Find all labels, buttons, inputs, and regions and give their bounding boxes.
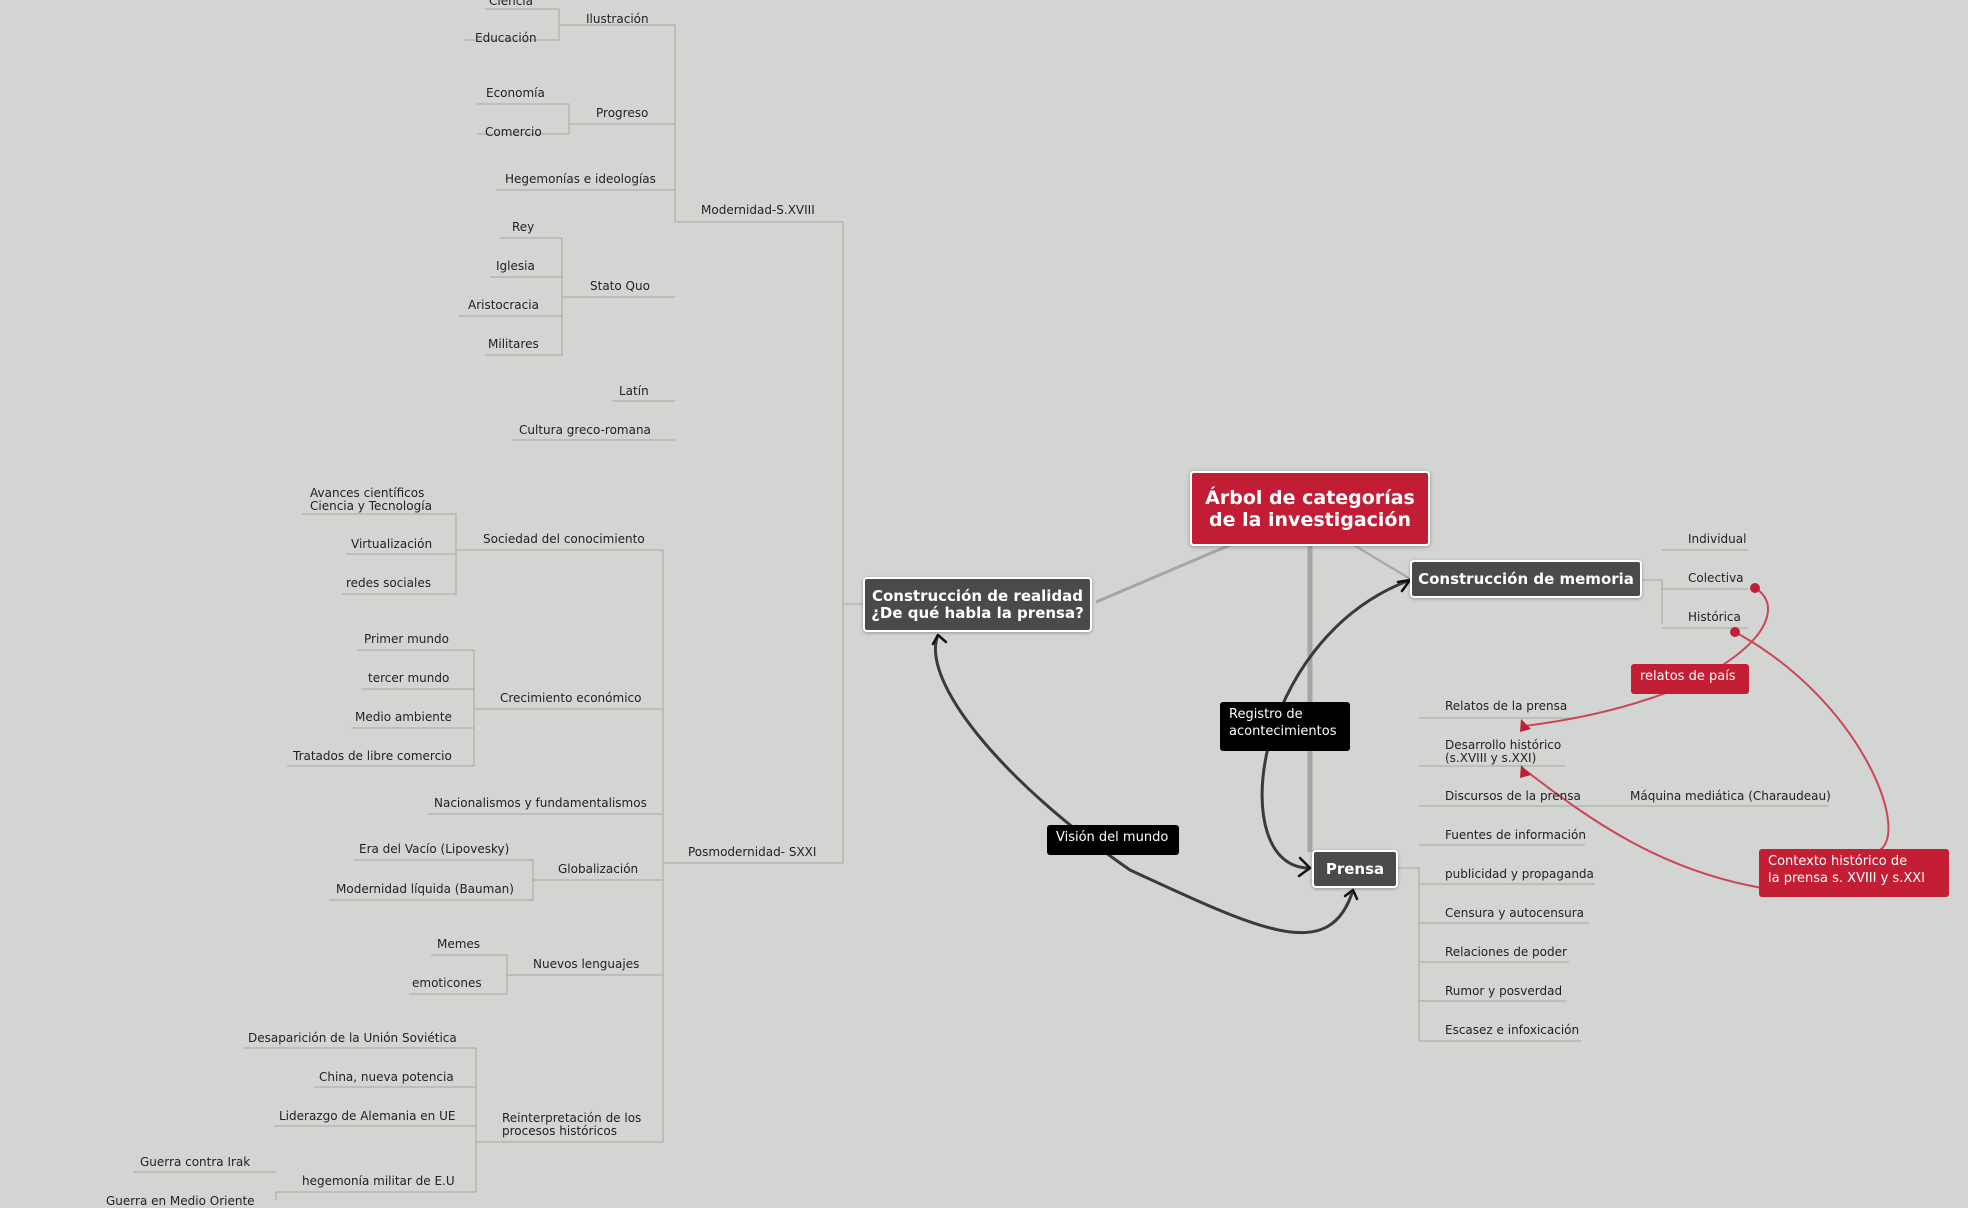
label-fuentes-informacion[interactable]: Fuentes de información (1445, 828, 1586, 842)
label-maquina-mediatica[interactable]: Máquina mediática (Charaudeau) (1630, 789, 1831, 803)
label-primer-mundo[interactable]: Primer mundo (364, 632, 449, 646)
node-globalizacion[interactable]: Globalización (558, 862, 639, 876)
label-rey[interactable]: Rey (512, 220, 535, 234)
label-redes-sociales[interactable]: redes sociales (346, 576, 431, 590)
label-china[interactable]: China, nueva potencia (319, 1070, 454, 1084)
node-hegemonias-ideologias[interactable]: Hegemonías e ideologías (505, 172, 656, 186)
node-prensa[interactable]: Prensa (1312, 850, 1398, 888)
node-reinterpretacion[interactable]: Reinterpretación de los procesos históri… (502, 1111, 642, 1138)
node-sociedad-conocimiento[interactable]: Sociedad del conocimiento (483, 532, 645, 546)
label-ciencia[interactable]: Ciencia (489, 0, 533, 8)
label-guerra-medio-oriente[interactable]: Guerra en Medio Oriente (106, 1194, 255, 1208)
node-ilustracion[interactable]: Ilustración (586, 12, 649, 26)
node-construccion-memoria[interactable]: Construcción de memoria (1410, 560, 1642, 598)
callout-contexto-historico[interactable]: Contexto histórico de la prensa s. XVIII… (1759, 849, 1949, 897)
node-nacionalismos[interactable]: Nacionalismos y fundamentalismos (434, 796, 647, 810)
label-individual[interactable]: Individual (1688, 532, 1747, 546)
node-progreso[interactable]: Progreso (596, 106, 649, 120)
label-era-del-vacio[interactable]: Era del Vacío (Lipovesky) (359, 842, 510, 856)
label-censura-autocensura[interactable]: Censura y autocensura (1445, 906, 1584, 920)
node-cultura-greco-romana[interactable]: Cultura greco-romana (519, 423, 651, 437)
label-rumor-posverdad[interactable]: Rumor y posverdad (1445, 984, 1563, 998)
label-relatos-prensa[interactable]: Relatos de la prensa (1445, 699, 1568, 713)
label-avances-cientificos[interactable]: Avances científicos Ciencia y Tecnología (310, 486, 432, 513)
label-discursos-prensa[interactable]: Discursos de la prensa (1445, 789, 1581, 803)
node-latin[interactable]: Latín (619, 384, 649, 398)
label-relaciones-poder[interactable]: Relaciones de poder (1445, 945, 1567, 959)
label-escasez-infoxicacion[interactable]: Escasez e infoxicación (1445, 1023, 1580, 1037)
label-emoticones[interactable]: emoticones (412, 976, 482, 990)
node-modernidad[interactable]: Modernidad-S.XVIII (701, 203, 815, 217)
node-crecimiento-economico[interactable]: Crecimiento económico (500, 691, 642, 705)
label-iglesia[interactable]: Iglesia (496, 259, 535, 273)
label-comercio[interactable]: Comercio (485, 125, 542, 139)
label-alemania[interactable]: Liderazgo de Alemania en UE (279, 1109, 456, 1123)
node-posmodernidad[interactable]: Posmodernidad- SXXI (688, 845, 817, 859)
label-militares[interactable]: Militares (488, 337, 539, 351)
node-stato-quo[interactable]: Stato Quo (590, 279, 650, 293)
label-historica[interactable]: Histórica (1688, 610, 1741, 624)
label-aristocracia[interactable]: Aristocracia (468, 298, 539, 312)
label-tratados-libre-comercio[interactable]: Tratados de libre comercio (293, 749, 452, 763)
label-virtualizacion[interactable]: Virtualización (351, 537, 433, 551)
label-educacion[interactable]: Educación (475, 31, 537, 45)
label-publicidad-propaganda[interactable]: publicidad y propaganda (1445, 867, 1594, 881)
label-economia[interactable]: Economía (486, 86, 545, 100)
label-guerra-irak[interactable]: Guerra contra Irak (140, 1155, 251, 1169)
label-colectiva[interactable]: Colectiva (1688, 571, 1744, 585)
label-union-sovietica[interactable]: Desaparición de la Unión Soviética (248, 1031, 457, 1045)
label-desarrollo-historico[interactable]: Desarrollo histórico (s.XVIII y s.XXI) (1445, 738, 1562, 765)
label-medio-ambiente[interactable]: Medio ambiente (355, 710, 452, 724)
callout-registro-acontecimientos[interactable]: Registro de acontecimientos (1220, 702, 1350, 751)
label-hegemonia-militar[interactable]: hegemonía militar de E.U (302, 1174, 455, 1188)
node-nuevos-lenguajes[interactable]: Nuevos lenguajes (533, 957, 640, 971)
node-construccion-realidad[interactable]: Construcción de realidad ¿De qué habla l… (863, 577, 1092, 632)
label-memes[interactable]: Memes (437, 937, 481, 951)
label-tercer-mundo[interactable]: tercer mundo (368, 671, 450, 685)
callout-vision-del-mundo[interactable]: Visión del mundo (1047, 825, 1179, 855)
callout-relatos-de-pais[interactable]: relatos de país (1631, 664, 1749, 694)
label-modernidad-liquida[interactable]: Modernidad líquida (Bauman) (336, 882, 514, 896)
central-node[interactable]: Árbol de categorías de la investigación (1190, 471, 1430, 546)
